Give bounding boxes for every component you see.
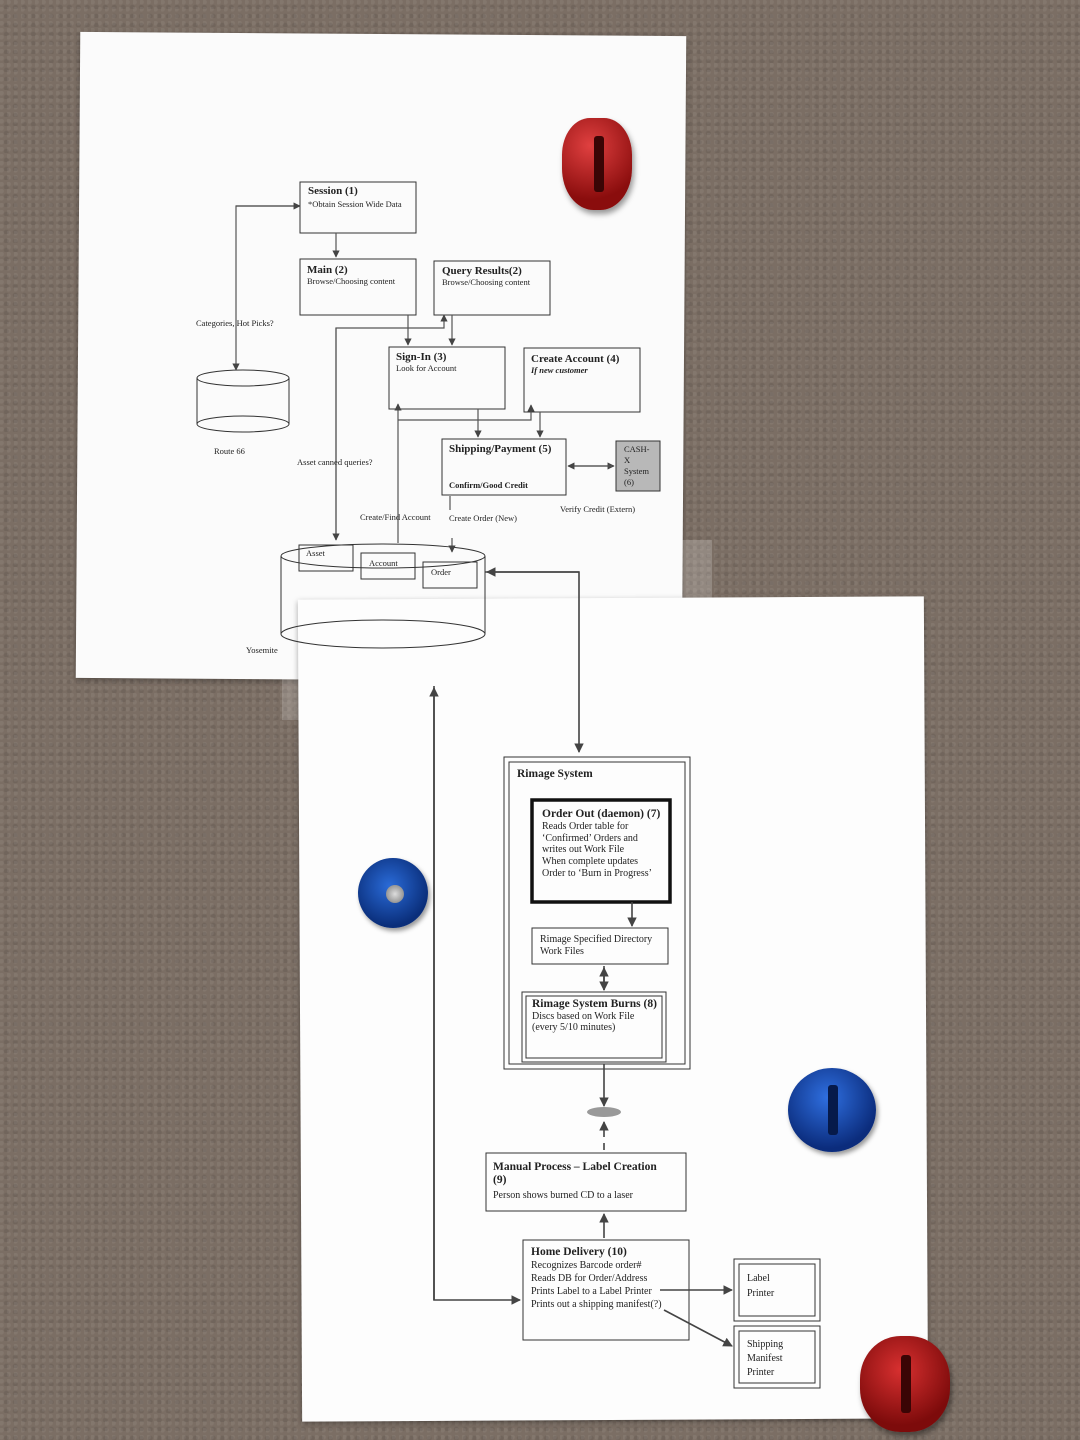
shipping-box: Shipping/Payment (5) Confirm/Good Credit xyxy=(441,438,567,496)
red-magnet-top xyxy=(562,118,632,210)
shipping-printer-line-1: Shipping xyxy=(747,1339,783,1350)
order-out-line-2: ‘Confirmed’ Orders and xyxy=(542,833,638,844)
label-create-order: Create Order (New) xyxy=(449,513,517,523)
label-asset-queries: Asset canned queries? xyxy=(297,457,373,467)
cashx-box: CASH- X System (6) xyxy=(615,440,661,492)
order-out-line-5: Order to ‘Burn in Progress’ xyxy=(542,868,652,879)
create-title: Create Account (4) xyxy=(531,353,620,365)
create-sub: If new customer xyxy=(530,365,588,375)
shipping-title: Shipping/Payment (5) xyxy=(449,443,552,455)
signin-title: Sign-In (3) xyxy=(396,351,447,363)
cashx-line-2: X xyxy=(624,455,630,465)
label-printer-line-2: Printer xyxy=(747,1288,775,1299)
home-line-1: Recognizes Barcode order# xyxy=(531,1260,642,1271)
cashx-line-4: (6) xyxy=(624,477,634,487)
shipping-sub: Confirm/Good Credit xyxy=(449,480,528,490)
home-line-2: Reads DB for Order/Address xyxy=(531,1273,647,1284)
signin-box: Sign-In (3) Look for Account xyxy=(388,346,506,410)
burns-line-2: (every 5/10 minutes) xyxy=(532,1022,615,1033)
query-title: Query Results(2) xyxy=(442,265,522,277)
order-out-title: Order Out (daemon) (7) xyxy=(542,808,660,820)
order-out-line-1: Reads Order table for xyxy=(542,821,629,832)
main-box: Main (2) Browse/Choosing content xyxy=(299,258,417,316)
burns-line-1: Discs based on Work File xyxy=(532,1011,635,1022)
rimage-title: Rimage System xyxy=(517,768,593,780)
manual-process-box: Manual Process – Label Creation (9) Pers… xyxy=(485,1152,687,1212)
label-categories: Categories, Hot Picks? xyxy=(196,318,274,328)
manual-title-2: (9) xyxy=(493,1174,507,1186)
rimage-system-box: Rimage System xyxy=(503,756,691,1070)
label-create-find: Create/Find Account xyxy=(360,512,431,522)
db-table-account: Account xyxy=(369,558,398,568)
query-box: Query Results(2) Browse/Choosing content xyxy=(433,260,551,316)
session-title: Session (1) xyxy=(308,185,358,197)
top-connectors xyxy=(232,202,615,553)
home-title: Home Delivery (10) xyxy=(531,1246,627,1258)
label-printer-line-1: Label xyxy=(747,1273,770,1284)
order-out-box: Order Out (daemon) (7) Reads Order table… xyxy=(530,798,672,904)
main-sub: Browse/Choosing content xyxy=(307,276,396,286)
route66-label: Route 66 xyxy=(214,446,245,456)
manual-sub: Person shows burned CD to a laser xyxy=(493,1190,634,1201)
home-delivery-box: Home Delivery (10) Recognizes Barcode or… xyxy=(522,1239,690,1341)
label-verify-credit: Verify Credit (Extern) xyxy=(560,504,635,514)
directory-line-2: Work Files xyxy=(540,946,584,957)
session-box: Session (1) *Obtain Session Wide Data xyxy=(299,181,417,234)
red-magnet-bottom xyxy=(860,1336,950,1432)
main-title: Main (2) xyxy=(307,264,348,276)
yosemite-database: Asset Account Order Yosemite xyxy=(246,543,486,655)
shipping-printer-line-3: Printer xyxy=(747,1367,775,1378)
manual-title-1: Manual Process – Label Creation xyxy=(493,1161,657,1173)
session-sub: *Obtain Session Wide Data xyxy=(308,199,402,209)
home-line-3: Prints Label to a Label Printer xyxy=(531,1286,652,1297)
home-line-4: Prints out a shipping manifest(?) xyxy=(531,1299,662,1310)
db-table-asset: Asset xyxy=(306,548,326,558)
order-out-line-3: writes out Work File xyxy=(542,844,625,855)
db-table-order: Order xyxy=(431,567,451,577)
rimage-directory-box: Rimage Specified Directory Work Files xyxy=(531,927,669,965)
shipping-printer-box: Shipping Manifest Printer xyxy=(733,1325,821,1389)
blue-magnet-right xyxy=(788,1068,876,1152)
signin-sub: Look for Account xyxy=(396,363,457,373)
cashx-line-3: System xyxy=(624,466,649,476)
yosemite-label: Yosemite xyxy=(246,645,278,655)
shipping-printer-line-2: Manifest xyxy=(747,1353,783,1364)
order-out-line-4: When complete updates xyxy=(542,856,638,867)
burns-title: Rimage System Burns (8) xyxy=(532,998,657,1010)
directory-line-1: Rimage Specified Directory xyxy=(540,934,652,945)
rimage-burns-box: Rimage System Burns (8) Discs based on W… xyxy=(521,991,667,1063)
blue-magnet-left xyxy=(358,858,428,928)
query-sub: Browse/Choosing content xyxy=(442,277,531,287)
label-printer-box: Label Printer xyxy=(733,1258,821,1322)
cashx-line-1: CASH- xyxy=(624,444,650,454)
create-account-box: Create Account (4) If new customer xyxy=(523,347,641,413)
bottom-connectors xyxy=(429,567,733,1347)
route66-database: Route 66 xyxy=(196,369,290,456)
